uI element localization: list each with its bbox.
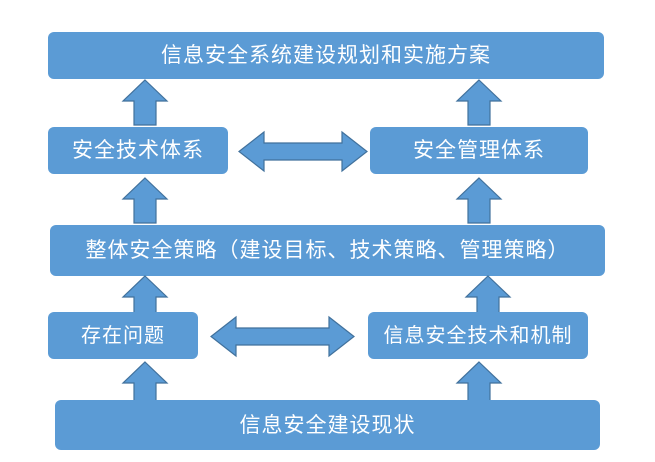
- box-security-technology-system[interactable]: 安全技术体系: [48, 127, 228, 174]
- box-overall-security-strategy[interactable]: 整体安全策略（建设目标、技术策略、管理策略）: [50, 225, 605, 276]
- arrow-up-icon-mgmt-to-plan: [455, 79, 503, 126]
- box-existing-problems[interactable]: 存在问题: [48, 312, 198, 359]
- arrow-up-icon-strategy-to-tech: [121, 177, 169, 224]
- arrow-up-icon-tech-to-plan: [121, 79, 169, 126]
- box-infosec-current-status[interactable]: 信息安全建设现状: [55, 400, 600, 450]
- arrow-up-icon-strategy-to-mgmt: [455, 177, 503, 224]
- box-overall-plan[interactable]: 信息安全系统建设规划和实施方案: [48, 32, 604, 79]
- arrow-left-right-icon-problems-techmech: [210, 315, 355, 358]
- box-security-management-system[interactable]: 安全管理体系: [370, 127, 588, 174]
- arrow-left-right-icon-tech-mgmt: [238, 130, 368, 173]
- box-infosec-technology-mechanism[interactable]: 信息安全技术和机制: [368, 312, 588, 359]
